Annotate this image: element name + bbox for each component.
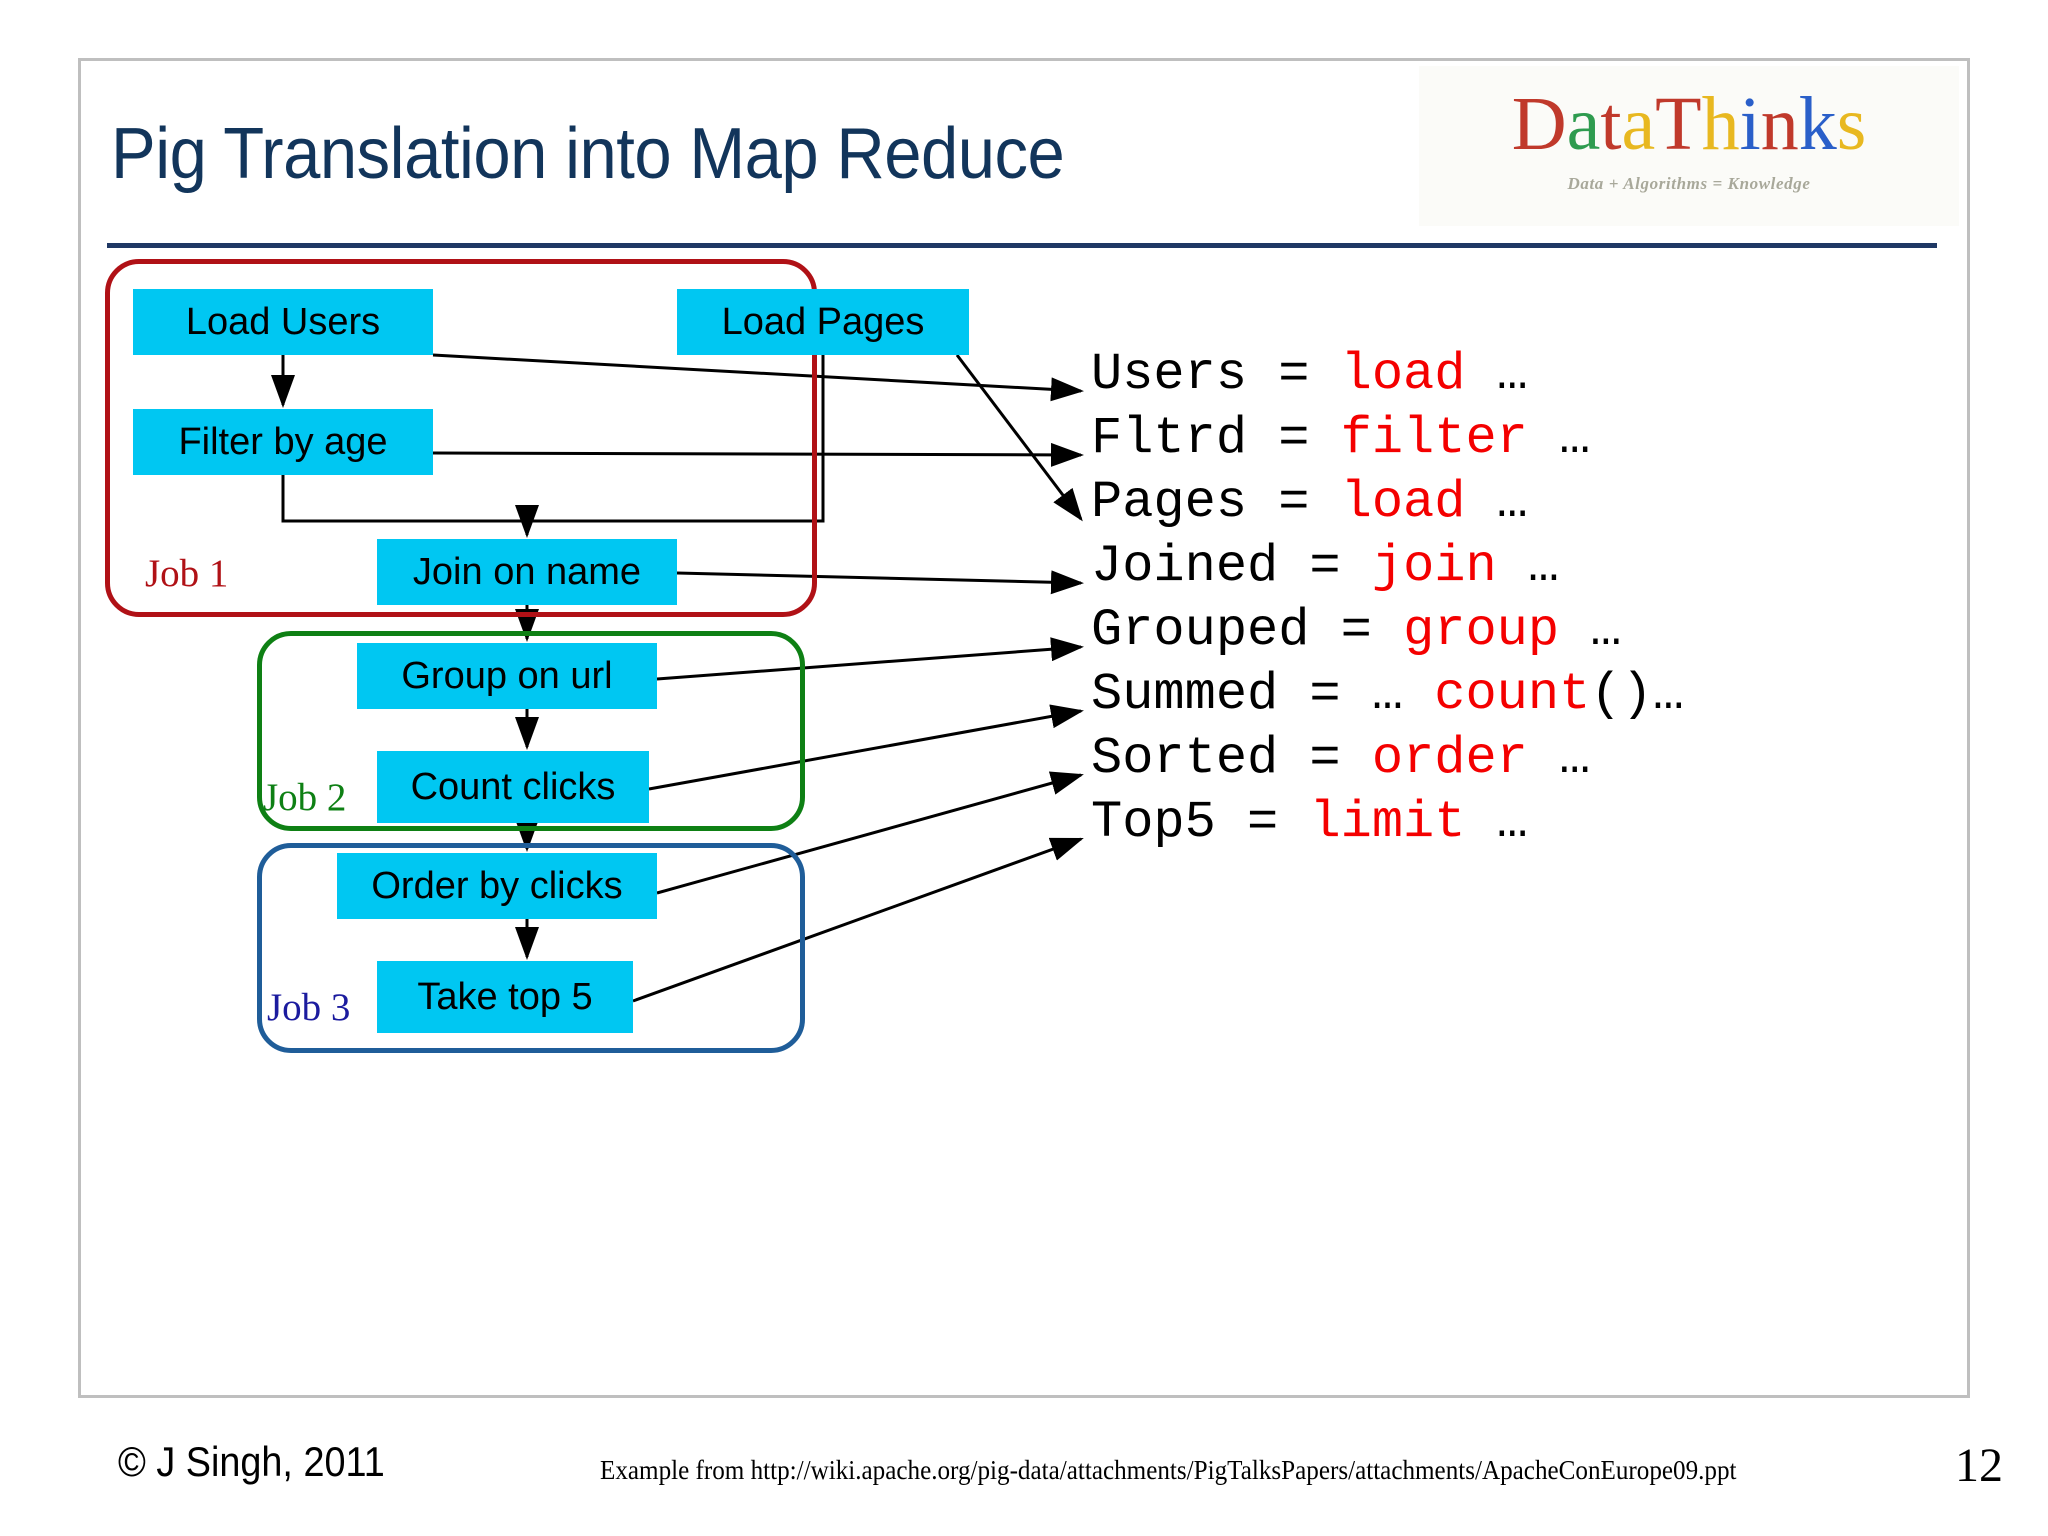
code-variable: Grouped =: [1091, 601, 1404, 660]
step-box-load-users[interactable]: Load Users: [133, 289, 433, 355]
code-keyword: count: [1434, 665, 1591, 724]
code-line-grouped: Grouped = group …: [1091, 599, 1684, 663]
logo-letter-6: i: [1739, 82, 1761, 166]
code-variable: Sorted =: [1091, 729, 1372, 788]
logo-letter-2: t: [1600, 82, 1622, 166]
datathinks-logo: DataThinks Data + Algorithms = Knowledge: [1419, 66, 1959, 226]
step-box-filter-by-age[interactable]: Filter by age: [133, 409, 433, 475]
page-title: Pig Translation into Map Reduce: [111, 114, 1065, 194]
slide-frame: Pig Translation into Map Reduce DataThin…: [78, 58, 1970, 1398]
step-box-take-top-5[interactable]: Take top 5: [377, 961, 633, 1033]
logo-letter-8: k: [1798, 82, 1837, 166]
code-line-fltrd: Fltrd = filter …: [1091, 407, 1684, 471]
arrow-loadpages-to-code-pages: [955, 354, 1083, 522]
code-variable: Users =: [1091, 345, 1341, 404]
code-keyword: load: [1340, 345, 1466, 404]
logo-letter-5: h: [1701, 82, 1740, 166]
code-variable: Pages =: [1091, 473, 1341, 532]
job-label-3: Job 3: [267, 986, 351, 1029]
logo-letter-3: a: [1621, 82, 1656, 166]
job-group-1: [105, 259, 817, 617]
pig-latin-code-listing: Users = load …Fltrd = filter …Pages = lo…: [1091, 343, 1684, 855]
code-line-pages: Pages = load …: [1091, 471, 1684, 535]
title-divider: [107, 243, 1937, 248]
logo-wordmark: DataThinks: [1419, 86, 1959, 162]
code-tail: …: [1496, 537, 1560, 596]
code-line-users: Users = load …: [1091, 343, 1684, 407]
code-tail: …: [1465, 793, 1528, 852]
code-line-top5: Top5 = limit …: [1091, 791, 1684, 855]
code-line-sorted: Sorted = order …: [1091, 727, 1684, 791]
footer-source-note: Example from http://wiki.apache.org/pig-…: [600, 1455, 1737, 1485]
code-tail: ()…: [1590, 665, 1684, 724]
logo-tagline: Data + Algorithms = Knowledge: [1567, 174, 1811, 193]
job-label-1: Job 1: [145, 552, 229, 595]
code-tail: …: [1527, 729, 1591, 788]
logo-letter-9: s: [1836, 82, 1867, 166]
code-variable: Summed = …: [1091, 665, 1435, 724]
logo-letter-0: D: [1511, 82, 1567, 166]
step-box-load-pages[interactable]: Load Pages: [677, 289, 969, 355]
code-keyword: limit: [1309, 793, 1466, 852]
code-line-joined: Joined = join …: [1091, 535, 1684, 599]
code-variable: Top5 =: [1091, 793, 1310, 852]
job-label-2: Job 2: [263, 776, 347, 819]
code-tail: …: [1465, 345, 1528, 404]
step-box-count-clicks[interactable]: Count clicks: [377, 751, 649, 823]
footer-copyright: © J Singh, 2011: [118, 1438, 385, 1485]
code-tail: …: [1527, 409, 1591, 468]
code-variable: Joined =: [1091, 537, 1372, 596]
code-keyword: filter: [1340, 409, 1528, 468]
page-number: 12: [1955, 1439, 2003, 1492]
logo-letter-1: a: [1566, 82, 1601, 166]
step-box-group-on-url[interactable]: Group on url: [357, 643, 657, 709]
code-variable: Fltrd =: [1091, 409, 1341, 468]
code-keyword: join: [1371, 537, 1497, 596]
step-box-order-by-clicks[interactable]: Order by clicks: [337, 853, 657, 919]
logo-letter-7: n: [1760, 82, 1799, 166]
code-tail: …: [1465, 473, 1528, 532]
code-tail: …: [1559, 601, 1622, 660]
code-keyword: group: [1403, 601, 1560, 660]
code-keyword: order: [1371, 729, 1528, 788]
step-box-join-on-name[interactable]: Join on name: [377, 539, 677, 605]
logo-letter-4: T: [1655, 82, 1702, 166]
job-group-3: [257, 843, 805, 1053]
job-group-2: [257, 631, 805, 831]
code-keyword: load: [1340, 473, 1466, 532]
code-line-summed: Summed = … count()…: [1091, 663, 1684, 727]
